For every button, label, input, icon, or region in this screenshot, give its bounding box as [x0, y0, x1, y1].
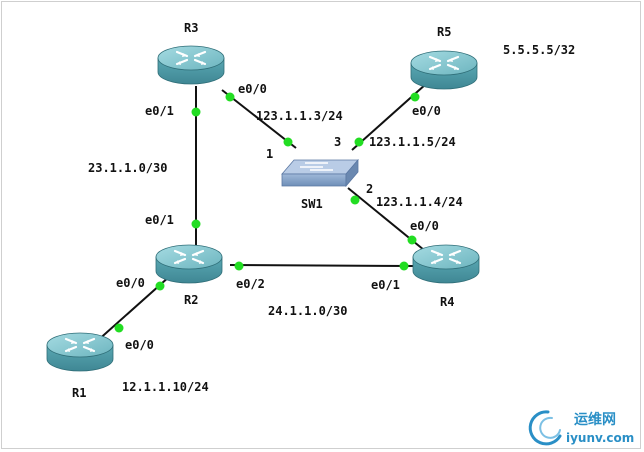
interface-label: e0/0 [238, 82, 267, 96]
link-r2-r4 [229, 264, 415, 267]
address-r5: 123.1.1.5/24 [369, 135, 456, 149]
interface-label: e0/0 [116, 276, 145, 290]
port-dot [410, 92, 420, 102]
port-dot [155, 281, 165, 291]
interface-label: e0/0 [410, 219, 439, 233]
port-dot [234, 261, 244, 271]
interface-label: e0/0 [412, 104, 441, 118]
router-r2-name: R2 [184, 293, 198, 307]
address-r1: 12.1.1.10/24 [122, 380, 209, 394]
network-r2-r3: 23.1.1.0/30 [88, 161, 167, 175]
router-r5-name: R5 [437, 25, 451, 39]
router-r2-icon[interactable] [154, 243, 224, 285]
interface-label: e0/0 [125, 338, 154, 352]
address-r5-loopback: 5.5.5.5/32 [503, 43, 575, 57]
interface-label: e0/1 [145, 213, 174, 227]
switch-port-label: 2 [366, 182, 373, 196]
port-dot [399, 261, 409, 271]
port-dot [191, 219, 201, 229]
router-r4-icon[interactable] [411, 243, 481, 285]
switch-sw1-icon[interactable] [281, 158, 359, 188]
link-r3-sw1 [221, 89, 297, 149]
port-dot [407, 235, 417, 245]
router-r1-icon[interactable] [45, 331, 115, 373]
switch-sw1-name: SW1 [301, 197, 323, 211]
watermark-cn: 运维网 [574, 411, 616, 428]
port-dot [225, 92, 235, 102]
port-dot [191, 107, 201, 117]
interface-label: e0/1 [371, 278, 400, 292]
switch-port-label: 1 [266, 147, 273, 161]
router-r4-name: R4 [440, 295, 454, 309]
network-r2-r4: 24.1.1.0/30 [268, 304, 347, 318]
address-r4: 123.1.1.4/24 [376, 195, 463, 209]
interface-label: e0/1 [145, 104, 174, 118]
port-dot [114, 323, 124, 333]
router-r3-name: R3 [184, 21, 198, 35]
address-r3: 123.1.1.3/24 [256, 109, 343, 123]
router-r3-icon[interactable] [156, 44, 226, 86]
port-dot [354, 137, 364, 147]
switch-port-label: 3 [334, 135, 341, 149]
port-dots [114, 92, 420, 333]
port-dot [350, 195, 360, 205]
watermark-en: iyunv.com [566, 431, 634, 445]
router-r5-icon[interactable] [409, 49, 479, 91]
interface-label: e0/2 [236, 277, 265, 291]
router-r1-name: R1 [72, 386, 86, 400]
watermark-logo: 运维网 iyunv.com [528, 410, 634, 446]
port-dot [283, 137, 293, 147]
